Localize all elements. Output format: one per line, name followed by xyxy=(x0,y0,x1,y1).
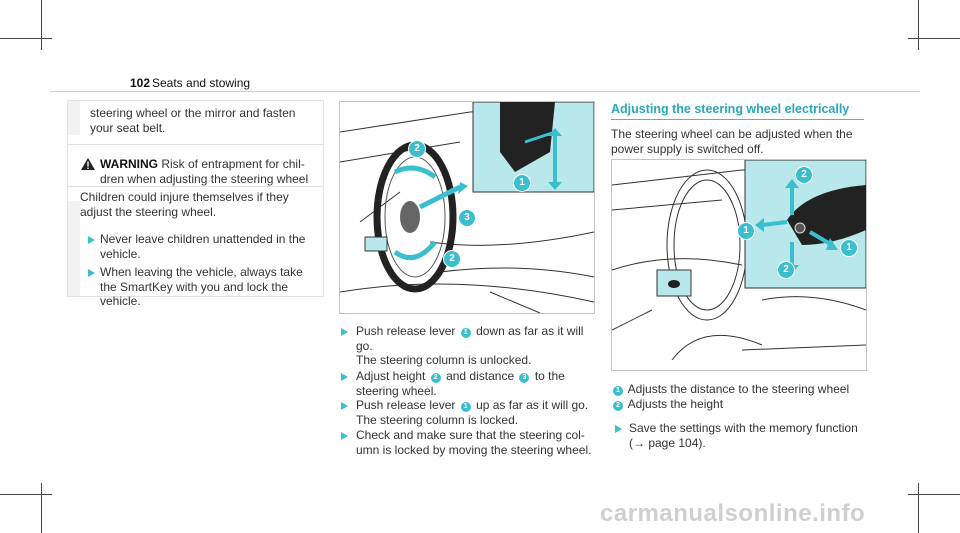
legend-item: 1 Adjusts the distance to the steering w… xyxy=(611,382,849,397)
step-arrow-icon xyxy=(88,269,95,277)
steering-wheel-illustration xyxy=(340,102,594,313)
callout-ref: 1 xyxy=(460,402,471,412)
crop-mark xyxy=(0,494,52,495)
page-section-title: Seats and stowing xyxy=(152,76,251,90)
steering-switch-illustration xyxy=(612,160,866,361)
callout-2: 2 xyxy=(408,140,426,158)
warning-box: steering wheel or the mirror and fasten … xyxy=(67,100,324,308)
section-intro: The steering wheel can be adjusted when … xyxy=(611,127,853,156)
callout-2-lower: 2 xyxy=(777,261,795,279)
warning-step: Never leave children unattended in the v… xyxy=(100,232,306,261)
section-heading: Adjusting the steering wheel electricall… xyxy=(611,102,850,116)
callout-2-lower: 2 xyxy=(443,250,461,268)
callout-1: 1 xyxy=(513,174,531,192)
callout-1-right: 1 xyxy=(840,239,858,257)
step-check: Check and make sure that the steering co… xyxy=(356,428,592,457)
crop-mark xyxy=(918,483,919,533)
callout-2: 2 xyxy=(795,166,813,184)
step-lock: Push release lever 1 up as far as it wil… xyxy=(356,398,589,427)
continued-text: steering wheel or the mirror and fasten … xyxy=(90,106,296,135)
callout-3: 3 xyxy=(458,209,476,227)
figure-legend: 1 Adjusts the distance to the steering w… xyxy=(611,382,849,411)
step-arrow-icon xyxy=(341,432,348,440)
crop-mark xyxy=(908,38,960,39)
step-save-memory: Save the settings with the memory functi… xyxy=(629,421,858,450)
warning-triangle-icon xyxy=(81,158,95,170)
steering-column-figure: 1 2 3 2 xyxy=(339,101,595,314)
crop-mark xyxy=(41,483,42,533)
step-arrow-icon xyxy=(341,402,348,410)
warning-title: WARNING Risk of entrapment for chil- dre… xyxy=(100,157,309,186)
page-number: 102 xyxy=(130,76,151,90)
crop-mark xyxy=(918,0,919,50)
callout-1: 1 xyxy=(737,222,755,240)
step-unlock: Push release lever 1 down as far as it w… xyxy=(356,324,584,367)
step-arrow-icon xyxy=(341,373,348,381)
crop-mark xyxy=(41,0,42,50)
step-arrow-icon xyxy=(615,425,622,433)
step-adjust: Adjust height 2 and distance 3 to the st… xyxy=(356,369,565,398)
watermark: carmanualsonline.info xyxy=(600,500,866,527)
page-reference-link[interactable]: (→ page 104). xyxy=(629,435,706,450)
callout-ref: 2 xyxy=(430,373,441,383)
header-rule xyxy=(50,91,920,92)
electric-adjust-figure: 2 1 1 2 xyxy=(611,159,867,371)
crop-mark xyxy=(908,494,960,495)
warning-body: Children could injure themselves if they… xyxy=(80,190,289,219)
step-arrow-icon xyxy=(88,236,95,244)
callout-ref: 1 xyxy=(460,328,471,338)
legend-item: 2 Adjusts the height xyxy=(611,397,849,412)
section-heading-rule xyxy=(611,119,864,120)
warning-step: When leaving the vehicle, always take th… xyxy=(100,265,303,308)
step-arrow-icon xyxy=(341,328,348,336)
warning-label: WARNING xyxy=(100,157,158,171)
crop-mark xyxy=(0,38,52,39)
callout-ref: 3 xyxy=(519,373,530,383)
